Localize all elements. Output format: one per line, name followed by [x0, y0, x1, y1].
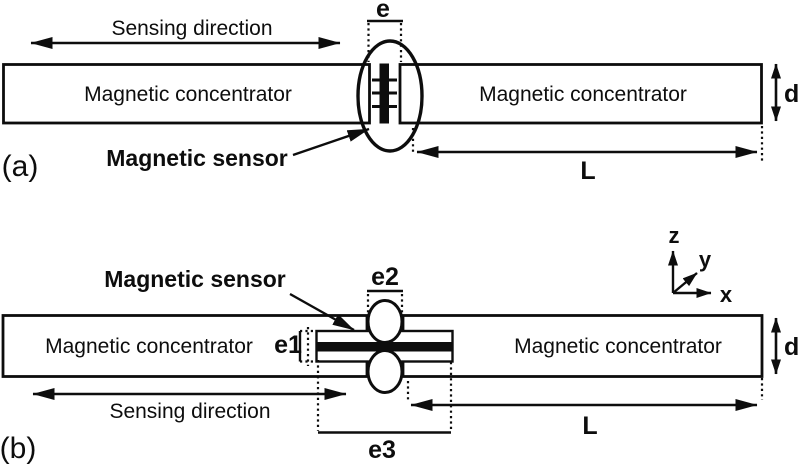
sensor-bar-b [316, 342, 453, 352]
dim-d-label-a: d [784, 80, 799, 108]
right-concentrator-label-a: Magnetic concentrator [479, 83, 687, 106]
dim-e-label: e [376, 0, 390, 23]
dim-L-label-a: L [580, 157, 595, 185]
dim-d-label-b: d [784, 333, 799, 361]
axis-x-label: x [720, 282, 733, 307]
magnetic-sensor-pointer-b [289, 292, 355, 332]
left-concentrator-label-a: Magnetic concentrator [84, 83, 292, 106]
magnetic-sensor-label-a: Magnetic sensor [106, 145, 288, 171]
dim-L-label-b: L [582, 412, 597, 440]
left-concentrator-a [2, 63, 371, 125]
coordinate-axes: z y x [668, 223, 733, 307]
panel-label-b: (b) [0, 432, 36, 464]
panel-b: Magnetic sensor Magnetic concentrator Ma… [0, 223, 799, 464]
axis-y-label: y [699, 247, 712, 272]
sensing-direction-label-b: Sensing direction [109, 400, 270, 423]
magnetic-sensor-pointer-a [292, 127, 370, 157]
axis-y-arrow [672, 272, 698, 294]
panel-label-a: (a) [2, 150, 39, 183]
dim-e1-label: e1 [274, 331, 302, 359]
magnetic-sensor-label-b: Magnetic sensor [104, 266, 286, 292]
right-concentrator-b [401, 314, 764, 378]
right-concentrator-a [398, 63, 763, 125]
sensing-direction-label-a: Sensing direction [111, 17, 272, 40]
dim-e3-label: e3 [368, 436, 396, 464]
axis-z-label: z [669, 223, 680, 248]
right-concentrator-label-b: Magnetic concentrator [514, 335, 722, 358]
left-concentrator-label-b: Magnetic concentrator [45, 335, 253, 358]
dim-e2-label: e2 [371, 263, 399, 291]
sensor-ellipse-a [356, 39, 424, 153]
sensor-hole-top [366, 299, 404, 344]
sensor-hole-bottom [366, 349, 404, 394]
left-concentrator-b [1, 314, 369, 378]
panel-a: Sensing direction Magnetic concentrator … [2, 0, 800, 185]
